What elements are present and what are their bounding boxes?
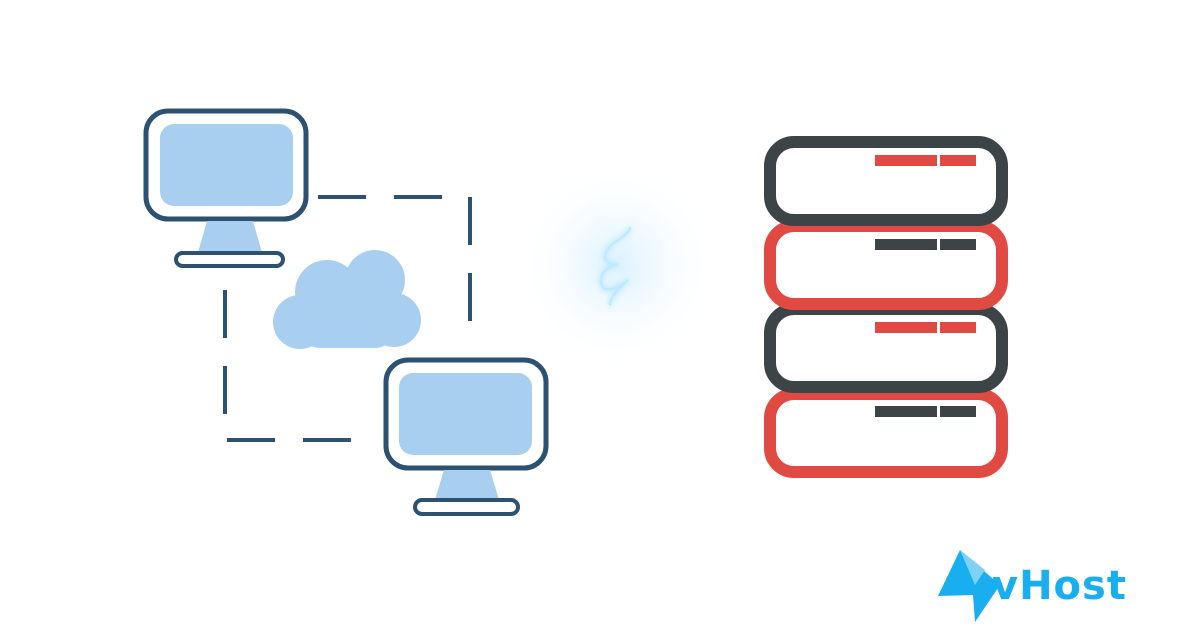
network-dashed-lines (223, 195, 472, 442)
neon-squiggle-icon (517, 165, 717, 365)
server-stack-icon (764, 136, 1008, 478)
desktop-computer-icon (143, 108, 309, 268)
cloud-icon (273, 250, 421, 349)
brand-logo-text: vHost (992, 563, 1127, 609)
vhost-logo-icon (938, 550, 1000, 622)
desktop-computer-icon (383, 357, 549, 516)
